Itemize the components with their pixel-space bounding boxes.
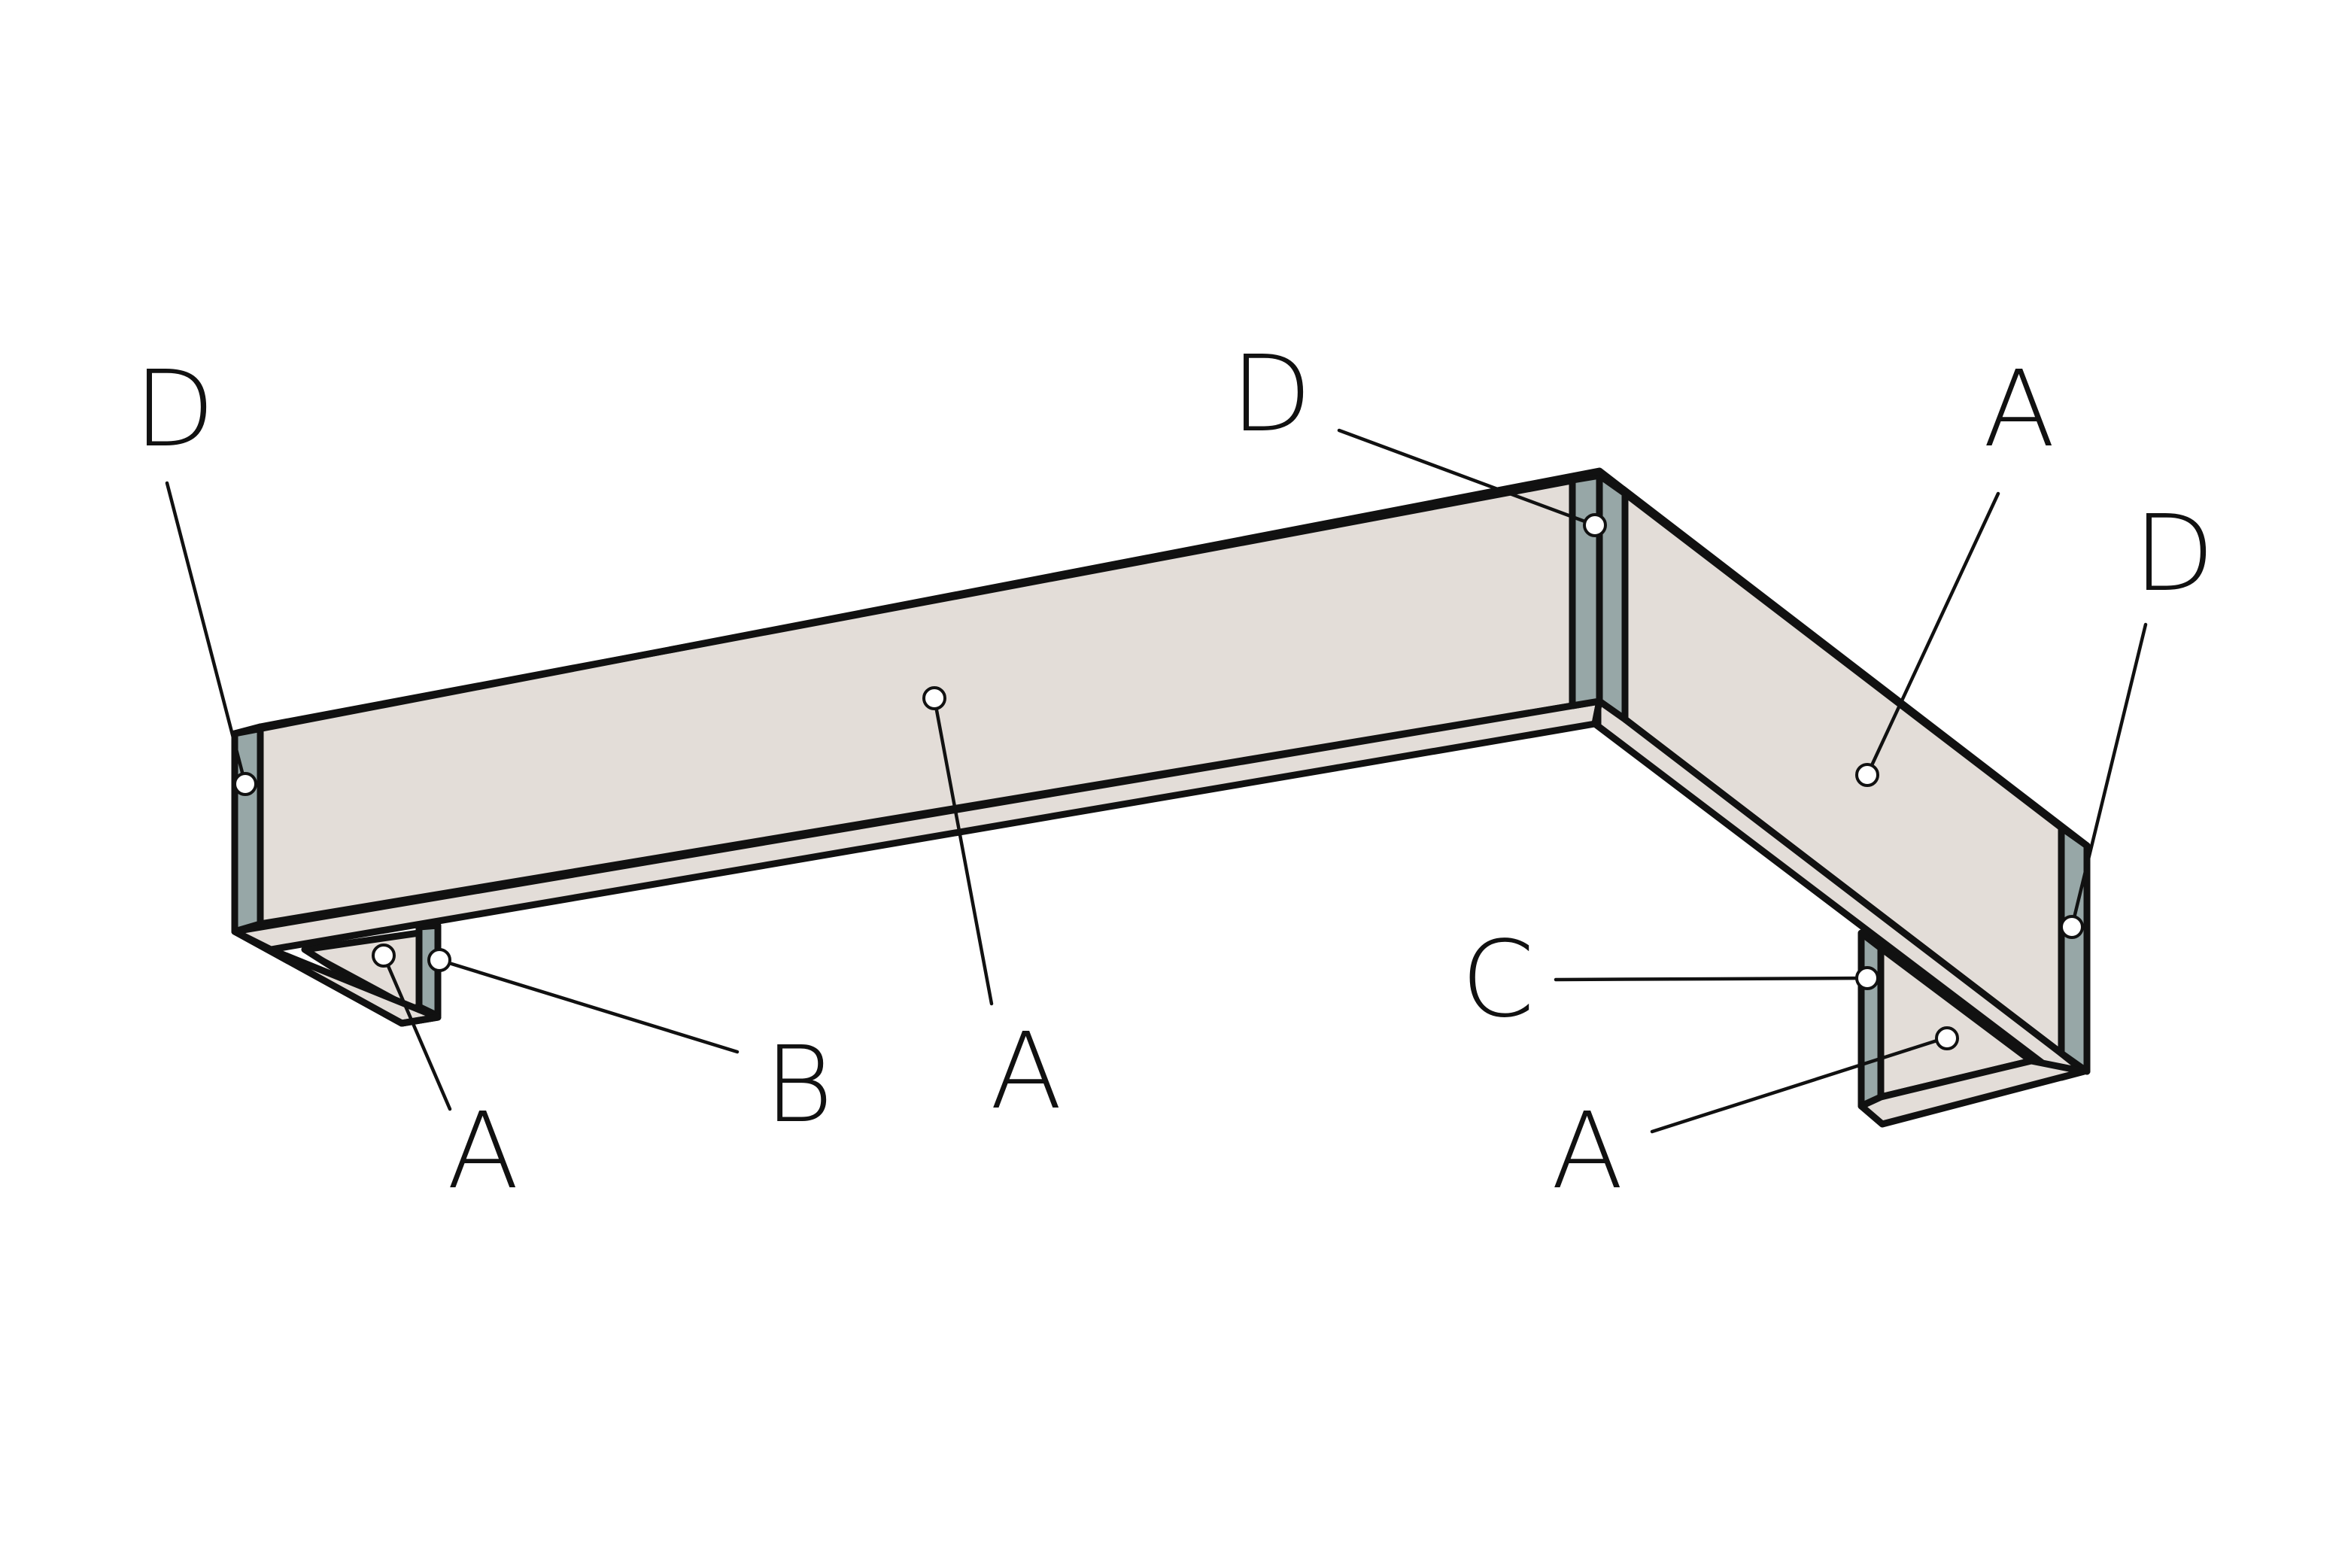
left-bottom-end (398, 1013, 442, 1027)
right-corner-post (2058, 824, 2091, 1075)
label-a-bottom-right: A (1551, 1090, 1624, 1213)
right-return-bottom-rim (1857, 1057, 2088, 1128)
leader-d-left (165, 481, 248, 786)
leader-d-right (2070, 622, 2148, 929)
leader-d-top (1337, 428, 1597, 527)
label-d-top: D (1231, 333, 1312, 456)
leader-a-top-right (1865, 491, 2000, 777)
leader-b (437, 958, 740, 1054)
marker-a-top-right (1855, 763, 1879, 787)
marker-a-bottom-right (1935, 1026, 1959, 1050)
left-return-rim-line (302, 947, 421, 1013)
callout-markers (233, 513, 2084, 1050)
leader-a-bottom-right (1650, 1036, 1946, 1134)
top-outline (231, 467, 2091, 1075)
marker-c (1855, 966, 1879, 990)
right-return-post (1857, 929, 1885, 1110)
label-b: B (764, 1024, 834, 1147)
marker-d-top (1583, 513, 1607, 537)
marker-d-left (233, 772, 257, 796)
label-d-left: D (134, 348, 215, 471)
left-bottom-edge (231, 928, 406, 1027)
leader-a-center (932, 696, 994, 1006)
leader-lines (165, 428, 2148, 1134)
marker-b (427, 948, 451, 972)
label-c: C (1461, 919, 1535, 1041)
middle-corner-post-right (1596, 472, 1629, 723)
label-a-bottom-left: A (447, 1090, 519, 1213)
label-a-center: A (990, 1010, 1062, 1133)
leader-c (1554, 976, 1870, 982)
marker-d-right (2060, 915, 2084, 939)
label-d-right: D (2134, 493, 2215, 615)
label-a-top-right: A (1983, 348, 2055, 471)
callout-labels: D D A D A A B C A (134, 333, 2215, 1213)
middle-corner-post-left (1569, 472, 1603, 710)
front-long-panel (231, 472, 1603, 953)
leader-a-bottom-left (381, 953, 452, 1111)
right-return-wing (1857, 929, 2088, 1128)
marker-a-center (922, 686, 946, 710)
marker-a-bottom-left (372, 944, 396, 968)
